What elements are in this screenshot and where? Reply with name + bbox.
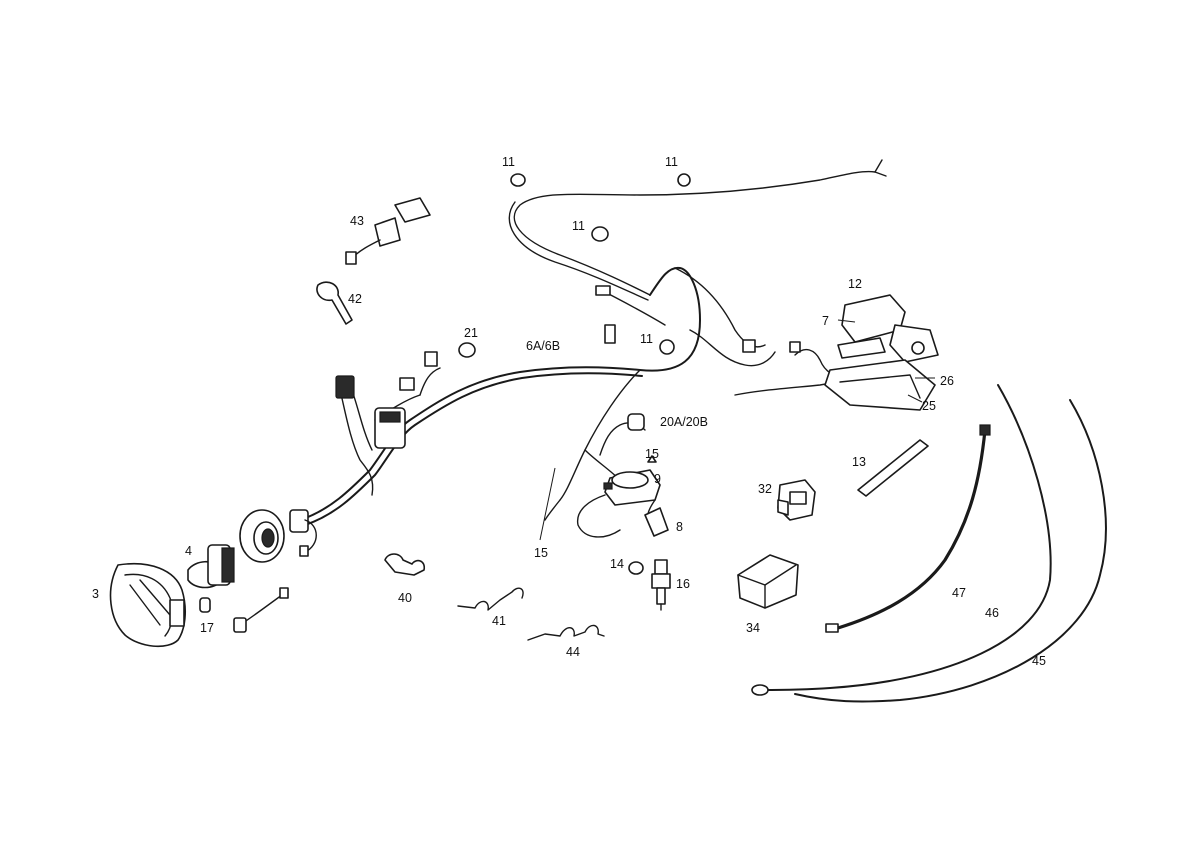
label-15-b: 15 — [534, 546, 548, 560]
label-42: 42 — [348, 292, 362, 306]
label-25: 25 — [922, 399, 936, 413]
position-bulb — [199, 597, 211, 613]
label-11-d: 11 — [640, 332, 653, 346]
label-32: 32 — [758, 482, 772, 496]
clip-14 — [628, 561, 644, 575]
cable-clips — [458, 173, 691, 358]
label-41: 41 — [492, 614, 506, 628]
relay-32 — [777, 479, 816, 521]
ignition-coil — [576, 455, 669, 538]
label-15-a: 15 — [645, 447, 659, 461]
headlight-reflector — [239, 509, 285, 563]
label-40: 40 — [398, 591, 412, 605]
label-45: 45 — [1032, 654, 1046, 668]
label-11-c: 11 — [572, 219, 585, 233]
cable-45 — [794, 399, 1107, 703]
spring-41 — [457, 587, 524, 611]
label-9: 9 — [654, 472, 661, 486]
label-6a-6b: 6A/6B — [526, 339, 560, 353]
label-12: 12 — [848, 277, 862, 291]
label-7: 7 — [822, 314, 829, 328]
cable-46 — [751, 384, 1052, 696]
headlight-bulb — [187, 544, 235, 589]
label-43: 43 — [350, 214, 364, 228]
clamp-40 — [384, 553, 426, 576]
label-44: 44 — [566, 645, 580, 659]
label-11-a: 11 — [502, 155, 515, 169]
bulb-holder-lead — [233, 587, 289, 633]
label-17: 17 — [200, 621, 214, 635]
spark-plug — [651, 559, 671, 611]
label-8: 8 — [676, 520, 683, 534]
label-13: 13 — [852, 455, 866, 469]
label-47: 47 — [952, 586, 966, 600]
label-26: 26 — [940, 374, 954, 388]
label-20a-20b: 20A/20B — [660, 415, 708, 429]
battery-34 — [737, 554, 799, 609]
label-11-b: 11 — [665, 155, 678, 169]
label-21: 21 — [464, 326, 478, 340]
battery-cable-47 — [825, 424, 991, 633]
rectifier-lead — [599, 413, 646, 456]
strap-13 — [857, 439, 929, 497]
main-wiring-harness — [299, 159, 887, 526]
bracket-42 — [316, 281, 353, 325]
headlight-unit — [109, 563, 187, 648]
label-46: 46 — [985, 606, 999, 620]
label-3: 3 — [92, 587, 99, 601]
connector-43 — [345, 197, 431, 265]
part-labels: 3 4 17 43 42 21 6A/6B 11 11 11 11 12 7 2… — [92, 155, 1046, 668]
coil-assembly — [824, 294, 939, 411]
spring-44 — [527, 624, 605, 641]
label-34: 34 — [746, 621, 760, 635]
label-16: 16 — [676, 577, 690, 591]
label-14: 14 — [610, 557, 624, 571]
leader-lines — [539, 319, 935, 541]
headlight-socket — [289, 509, 317, 557]
label-4: 4 — [185, 544, 192, 558]
